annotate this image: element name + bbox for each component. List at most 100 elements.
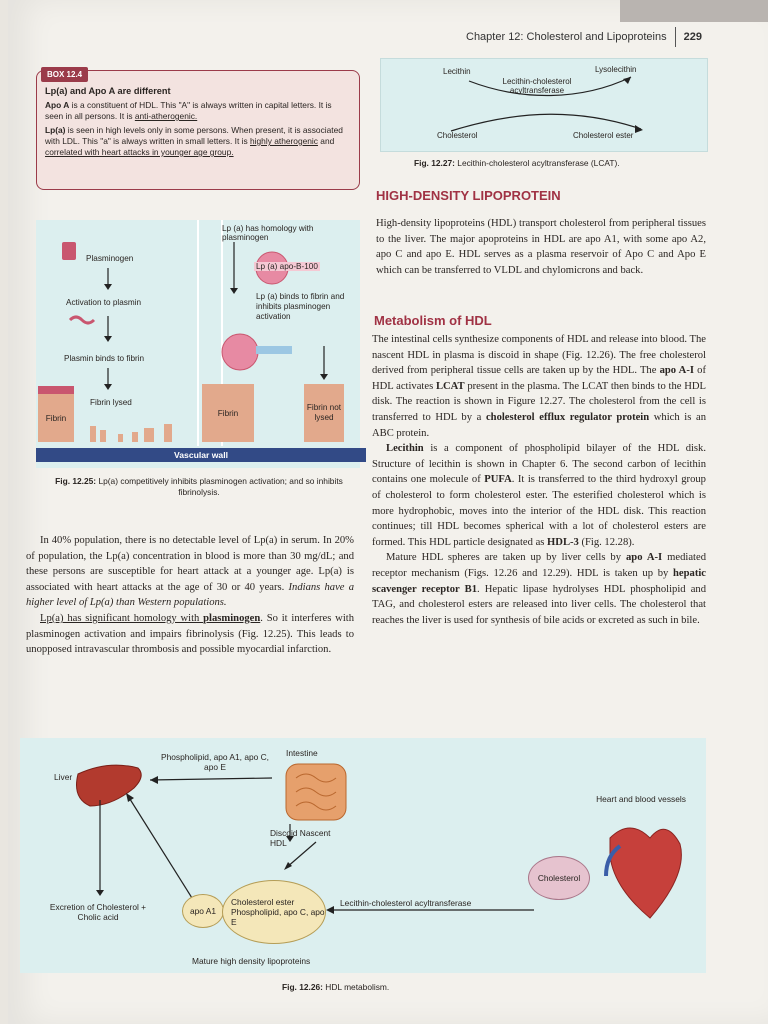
lpa-population-paragraph: In 40% population, there is no detectabl…	[26, 533, 354, 611]
fig-12-25-number: Fig. 12.25:	[55, 476, 97, 486]
box-title: Lp(a) and Apo A are different	[45, 86, 171, 96]
excretion-label: Excretion of Cholesterol + Cholic acid	[49, 902, 147, 922]
mature-hdl-label: Mature high density lipoproteins	[192, 956, 311, 966]
m1-apo-a1: apo A-I	[659, 365, 694, 377]
lpa-homology-paragraph: Lp(a) has significant homology with plas…	[26, 611, 354, 658]
m2-text-a: is a component of phospholipid bilayer o…	[372, 443, 706, 486]
lpa-indians-text: Indians have a higher level of Lp(a) tha…	[26, 581, 354, 609]
hdl-metabolism-text: The intestinal cells synthesize componen…	[372, 332, 706, 628]
fig26-graphics	[76, 763, 682, 919]
cholesterol-ester-label: Cholesterol ester	[573, 131, 634, 140]
box-heart-attacks: correlated with heart attacks in younger…	[45, 147, 234, 157]
box-and: and	[317, 136, 335, 146]
cholesterol-ester-label: Cholesterol ester Phospholipid, apo C, a…	[231, 897, 325, 927]
fibrin-mid-label: Fibrin	[217, 408, 239, 418]
top-edge-band	[620, 0, 768, 22]
left-body-text: In 40% population, there is no detectabl…	[26, 533, 354, 658]
fig-12-27-number: Fig. 12.27:	[414, 158, 455, 168]
fig-12-26-caption-text: HDL metabolism.	[325, 982, 390, 992]
hdl-intro-text: High-density lipoproteins (HDL) transpor…	[376, 216, 706, 278]
fibrin-not-lysed-block: Fibrin not lysed	[304, 384, 344, 442]
header-divider	[674, 27, 676, 47]
discoid-hdl-label: Discoid Nascent HDL	[270, 828, 331, 848]
lpa-homology-lead: Lp(a) has significant homology with	[40, 612, 204, 624]
chapter-title: Chapter 12: Cholesterol and Lipoproteins	[466, 31, 667, 43]
m1-lcat: LCAT	[435, 380, 465, 392]
metabolism-paragraph-2: Lecithin is a component of phospholipid …	[372, 441, 706, 550]
lpa-population-text: In 40% population, there is no detectabl…	[26, 535, 354, 593]
lcat-label: Lecithin-cholesterol acyltransferase	[340, 898, 472, 908]
fig25-graphics	[38, 220, 328, 446]
hdl-intro-paragraph: High-density lipoproteins (HDL) transpor…	[376, 218, 706, 276]
fig-12-25-diagram: Plasminogen Activation to plasmin Plasmi…	[36, 220, 366, 468]
m2-lecithin: Lecithin	[386, 443, 424, 455]
homology-label: Lp (a) has homology with plasminogen	[222, 224, 314, 242]
m2-pufa: PUFA	[484, 474, 512, 486]
lcat-enzyme-label: Lecithin-cholesterol acyltransferase	[502, 77, 572, 95]
mature-hdl-circle: Cholesterol ester Phospholipid, apo C, a…	[222, 880, 326, 944]
fig-12-25-caption-text: Lp(a) competitively inhibits plasminogen…	[98, 476, 343, 497]
lcat-arrows	[450, 76, 643, 133]
liver-label: Liver	[54, 772, 73, 782]
apo-a1-label: apo A1	[189, 906, 217, 916]
box-lpa-term: Lp(a)	[45, 125, 66, 135]
box-apo-a-term: Apo A	[45, 100, 70, 110]
m1-efflux-protein: cholesterol efflux regulator protein	[485, 411, 650, 423]
m1-text-c: of HDL activates	[372, 365, 706, 392]
fig-12-27-diagram: Lecithin Lysolecithin Lecithin-cholester…	[380, 58, 708, 152]
m3-text-c: mediated receptor mechanism (Figs. 12.26…	[372, 552, 706, 579]
fibrin-left-label: Fibrin	[45, 413, 67, 423]
lecithin-label: Lecithin	[443, 67, 471, 76]
m2-text-c: . It is transferred to the third hydroxy…	[372, 474, 706, 548]
fig-12-26-caption: Fig. 12.26: HDL metabolism.	[282, 982, 389, 992]
fibrin-block-mid: Fibrin	[202, 384, 254, 442]
m3-apo-a1: apo A-I	[626, 552, 663, 564]
fig-12-27-caption: Fig. 12.27: Lecithin-cholesterol acyltra…	[414, 158, 620, 168]
running-header: Chapter 12: Cholesterol and Lipoproteins…	[466, 26, 756, 48]
box-apo-a-text: is a constituent of HDL. This "A" is alw…	[45, 100, 332, 121]
lpa-homology-text: . So it interferes with plasminogen acti…	[26, 612, 355, 656]
fig-12-25-caption: Fig. 12.25: Lp(a) competitively inhibits…	[40, 476, 358, 498]
m3-text-a: Mature HDL spheres are taken up by liver…	[386, 552, 626, 564]
box-lpa-text: is seen in high levels only in some pers…	[45, 125, 343, 146]
fig-12-27-caption-text: Lecithin-cholesterol acyltransferase (LC…	[457, 158, 620, 168]
plasminogen-term: plasminogen	[203, 612, 261, 624]
cholesterol-circle-label: Cholesterol	[537, 873, 581, 883]
fibrin-not-lysed-label: Fibrin not lysed	[306, 403, 342, 422]
m1-text-e: which is an ABC protein.	[372, 411, 706, 439]
heart-label: Heart and blood vessels	[596, 794, 686, 804]
box-tag: BOX 12.4	[41, 67, 89, 82]
plasmin-binds-label: Plasmin binds to fibrin	[64, 354, 145, 363]
metabolism-paragraph-3: Mature HDL spheres are taken up by liver…	[372, 550, 706, 628]
m2-text-d: (Fig. 12.28).	[578, 536, 635, 548]
section-heading-metabolism: Metabolism of HDL	[374, 313, 492, 328]
box-anti-atherogenic: anti-atherogenic.	[134, 111, 198, 121]
apo-a1-circle: apo A1	[182, 894, 224, 928]
cholesterol-circle: Cholesterol	[528, 856, 590, 900]
fibrin-block-left: Fibrin	[38, 394, 74, 442]
m1-text-a: The intestinal cells synthesize componen…	[372, 334, 706, 377]
m3-text-d: . Hepatic lipase hydrolyses HDL phosphol…	[372, 583, 706, 626]
box-lpa-paragraph: Lp(a) is seen in high levels only in som…	[45, 125, 351, 158]
metabolism-paragraph-1: The intestinal cells synthesize componen…	[372, 332, 706, 441]
box-12-4: BOX 12.4 Lp(a) and Apo A are different A…	[36, 67, 360, 190]
box-highly-atherogenic: highly atherogenic	[250, 136, 318, 146]
m2-hdl3: HDL-3	[547, 536, 579, 548]
activation-label: Activation to plasmin	[66, 298, 142, 307]
intestine-label: Intestine	[286, 748, 318, 758]
fibrin-lysed-label: Fibrin lysed	[90, 398, 132, 407]
m1-text-d: present in the plasma. The LCAT then bin…	[372, 380, 706, 423]
lpa-binds-fibrin-label: Lp (a) binds to fibrin and inhibits plas…	[256, 292, 345, 321]
m3-scavenger-receptor: hepatic scavenger receptor B1	[372, 567, 706, 595]
box-apo-a-paragraph: Apo A is a constituent of HDL. This "A" …	[45, 100, 351, 122]
vascular-wall-bar: Vascular wall	[36, 448, 366, 462]
page-number: 229	[683, 31, 702, 43]
fig-12-26-number: Fig. 12.26:	[282, 982, 323, 992]
lpa-apo-label: Lp (a) apo-B-100	[254, 262, 320, 271]
section-heading-hdl: HIGH-DENSITY LIPOPROTEIN	[376, 188, 561, 203]
plasminogen-label: Plasminogen	[86, 254, 134, 263]
phospholipid-label: Phospholipid, apo A1, apo C, apo E	[160, 752, 270, 772]
cholesterol-label: Cholesterol	[437, 131, 478, 140]
fig-12-26-diagram: Liver Phospholipid, apo A1, apo C, apo E…	[20, 738, 706, 973]
lysolecithin-label: Lysolecithin	[595, 65, 637, 74]
